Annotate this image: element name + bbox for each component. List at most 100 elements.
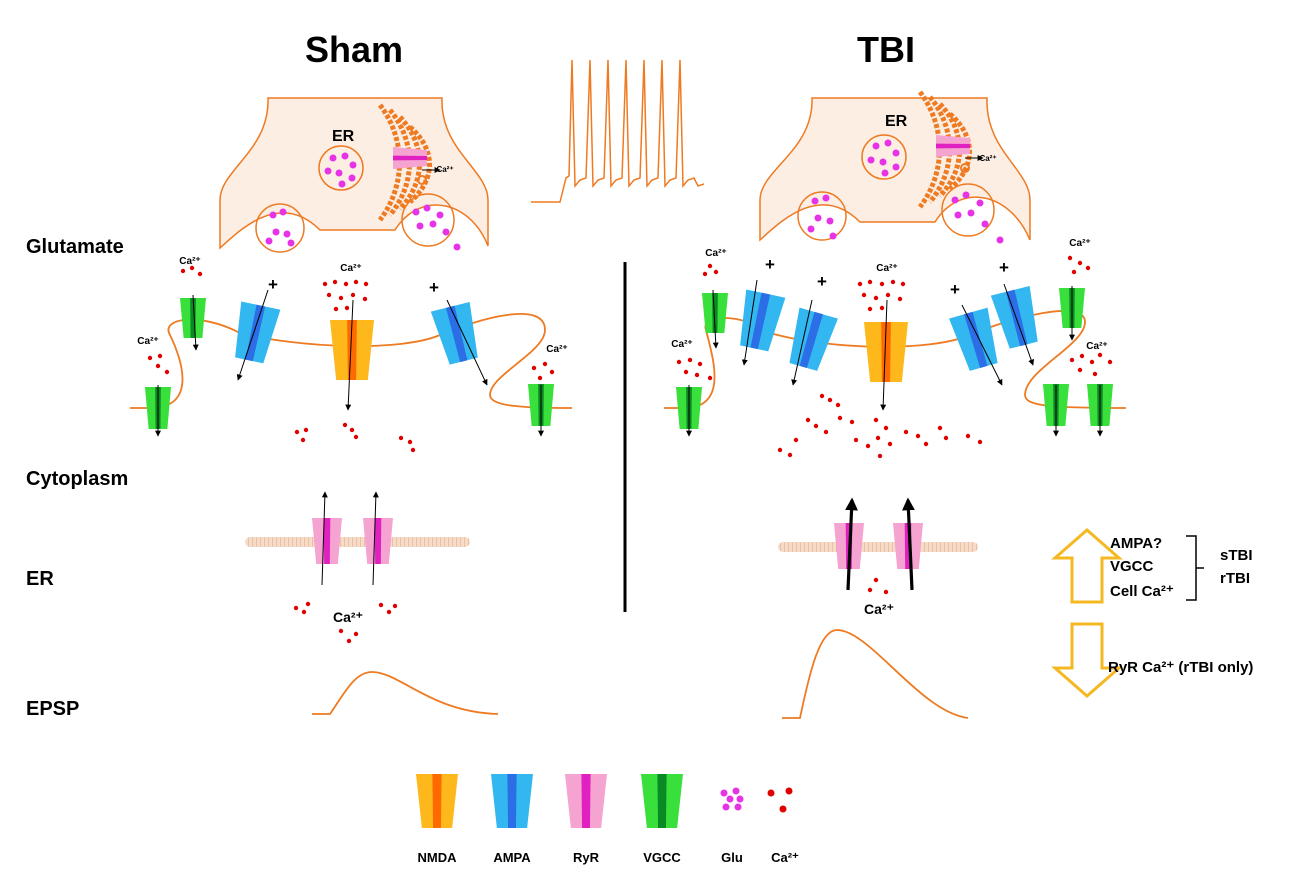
calcium-dot (965, 433, 971, 439)
calcium-dot (155, 363, 161, 369)
calcium-dot (867, 587, 873, 593)
flux-arrow (880, 299, 888, 411)
ryr-channel (936, 135, 970, 157)
terminal-er-label-sham: ER (332, 128, 355, 145)
up-group-1: rTBI (1220, 570, 1250, 587)
calcium-dot (915, 433, 921, 439)
legend-swatch-ampa (491, 774, 533, 828)
calcium-label: Ca²⁺ (340, 263, 361, 274)
calcium-dot (294, 429, 300, 435)
glutamate-dot (429, 220, 437, 228)
glutamate-dot (976, 199, 984, 207)
calcium-dot (683, 369, 689, 375)
glutamate-dot (811, 197, 819, 205)
calcium-dot (164, 369, 170, 375)
calcium-dot (1071, 269, 1077, 275)
calcium-dot (353, 631, 359, 637)
epsp-trace-tbi (782, 629, 969, 719)
ryr-channel (393, 147, 427, 169)
calcium-dot (873, 295, 879, 301)
calcium-dot (827, 397, 833, 403)
calcium-dot (879, 281, 885, 287)
legend-label-ca: Ca²⁺ (771, 850, 799, 865)
glutamate-dot (329, 154, 337, 162)
calcium-dot (823, 429, 829, 435)
legend-label-glu: Glu (721, 850, 743, 865)
glutamate-dot (412, 208, 420, 216)
calcium-dot (937, 425, 943, 431)
calcium-dot (697, 361, 703, 367)
calcium-dot (353, 434, 359, 440)
glutamate-dot (879, 158, 887, 166)
vesicle-tbi-er (861, 134, 907, 180)
flux-arrow (712, 289, 719, 349)
presynaptic-terminal-sham: ER (219, 97, 489, 253)
calcium-dot (157, 353, 163, 359)
plus-sign: + (268, 275, 278, 294)
legend-swatch-ryr (565, 774, 607, 828)
vgcc-channel (702, 293, 728, 333)
legend-swatch-nmda (416, 774, 458, 828)
glutamate-dot (867, 156, 875, 164)
ryr-channel (363, 518, 393, 564)
calcium-dot (326, 292, 332, 298)
change-summary: AMPA? VGCC Cell Ca²⁺ sTBI rTBI RyR Ca²⁺ … (1051, 528, 1253, 698)
calcium-dot (180, 268, 186, 274)
calcium-dot (813, 423, 819, 429)
calcium-dot (300, 437, 306, 443)
calcium-dot (885, 292, 891, 298)
ryr-flux-arrow (372, 491, 379, 586)
title-sham: Sham (305, 29, 403, 70)
calcium-label: Ca²⁺ (333, 609, 363, 625)
calcium-dot (332, 279, 338, 285)
plus-sign: + (765, 255, 775, 274)
glutamate-dot (265, 237, 273, 245)
calcium-label: Ca²⁺ (864, 601, 894, 617)
calcium-dot (943, 435, 949, 441)
ampa-channel (789, 307, 838, 371)
calcium-dot (873, 577, 879, 583)
glutamate-dot (981, 220, 989, 228)
glutamate-dot (881, 169, 889, 177)
flux-arrow (345, 299, 354, 411)
glutamate-dot (272, 228, 280, 236)
calcium-dot (398, 435, 404, 441)
glutamate-dot (884, 139, 892, 147)
up-item-2: Cell Ca²⁺ (1110, 583, 1174, 600)
label-cytoplasm: Cytoplasm (26, 468, 128, 490)
legend-swatch-ca (767, 789, 775, 797)
calcium-dot (853, 437, 859, 443)
calcium-dot (147, 355, 153, 361)
glutamate-dot (996, 236, 1004, 244)
vesicle-tbi-right (941, 183, 995, 237)
er-membrane-tbi (778, 542, 978, 552)
legend-swatch-ca (785, 787, 793, 795)
calcium-dot (349, 427, 355, 433)
ryr-flux-arrow (845, 497, 858, 591)
label-glutamate: Glutamate (26, 236, 124, 258)
calcium-dot (865, 443, 871, 449)
glutamate-dot (872, 142, 880, 150)
flux-arrow (741, 279, 758, 366)
flux-arrow (791, 299, 813, 386)
calcium-dot (707, 263, 713, 269)
down-item-0: RyR Ca²⁺ (rTBI only) (1108, 659, 1253, 676)
calcium-dot (875, 435, 881, 441)
calcium-dot (343, 281, 349, 287)
calcium-dot (883, 589, 889, 595)
calcium-dot (687, 357, 693, 363)
calcium-dot (293, 605, 299, 611)
calcium-label: Ca²⁺ (546, 344, 567, 355)
glutamate-dot (335, 169, 343, 177)
legend-swatch-ca (779, 805, 787, 813)
legend-swatch-glu (726, 795, 734, 803)
glutamate-dot (338, 180, 346, 188)
calcium-dot (867, 279, 873, 285)
calcium-dot (835, 402, 841, 408)
glutamate-dot (892, 163, 900, 171)
calcium-dot (197, 271, 203, 277)
calcium-dot (857, 281, 863, 287)
calcium-dot (346, 638, 352, 644)
calcium-dot (350, 292, 356, 298)
calcium-dot (819, 393, 825, 399)
